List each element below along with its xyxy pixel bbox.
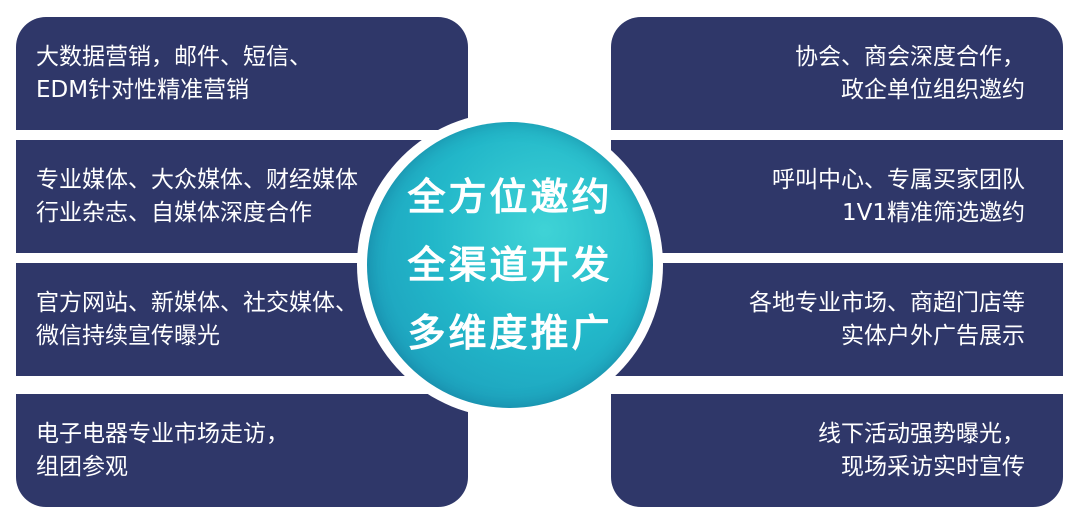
channel-text-line: EDM针对性精准营销 xyxy=(36,76,250,103)
right-channel-2: 呼叫中心、专属买家团队 1V1精准筛选邀约 xyxy=(611,140,1063,253)
channel-text-line: 线下活动强势曝光， xyxy=(818,420,1025,447)
channel-text-line: 协会、商会深度合作， xyxy=(795,43,1025,70)
left-channel-1: 大数据营销，邮件、短信、 EDM针对性精准营销 xyxy=(16,17,468,130)
channel-text-line: 微信持续宣传曝光 xyxy=(36,322,220,349)
center-circle: 全方位邀约 全渠道开发 多维度推广 xyxy=(367,122,653,408)
channel-text-line: 各地专业市场、商超门店等 xyxy=(749,289,1025,316)
channel-text-line: 组团参观 xyxy=(36,453,128,480)
channel-text-line: 呼叫中心、专属买家团队 xyxy=(772,166,1025,193)
channel-text-line: 实体户外广告展示 xyxy=(841,322,1025,349)
channel-text-line: 电子电器专业市场走访， xyxy=(36,420,289,447)
left-channel-4: 电子电器专业市场走访， 组团参观 xyxy=(16,394,468,507)
center-slogan-line-3: 多维度推广 xyxy=(407,311,613,355)
channel-text-line: 1V1精准筛选邀约 xyxy=(841,199,1025,226)
channel-text-line: 政企单位组织邀约 xyxy=(841,76,1025,103)
channel-text-line: 现场采访实时宣传 xyxy=(841,453,1025,480)
right-channel-4: 线下活动强势曝光， 现场采访实时宣传 xyxy=(611,394,1063,507)
channel-text-line: 官方网站、新媒体、社交媒体、 xyxy=(36,289,358,316)
right-channel-1: 协会、商会深度合作， 政企单位组织邀约 xyxy=(611,17,1063,130)
right-channel-3: 各地专业市场、商超门店等 实体户外广告展示 xyxy=(611,263,1063,376)
channel-text-line: 专业媒体、大众媒体、财经媒体 xyxy=(36,166,358,193)
channel-text-line: 行业杂志、自媒体深度合作 xyxy=(36,199,312,226)
channel-text-line: 大数据营销，邮件、短信、 xyxy=(36,43,312,70)
center-slogan-line-1: 全方位邀约 xyxy=(407,175,613,219)
center-slogan-line-2: 全渠道开发 xyxy=(407,243,613,287)
